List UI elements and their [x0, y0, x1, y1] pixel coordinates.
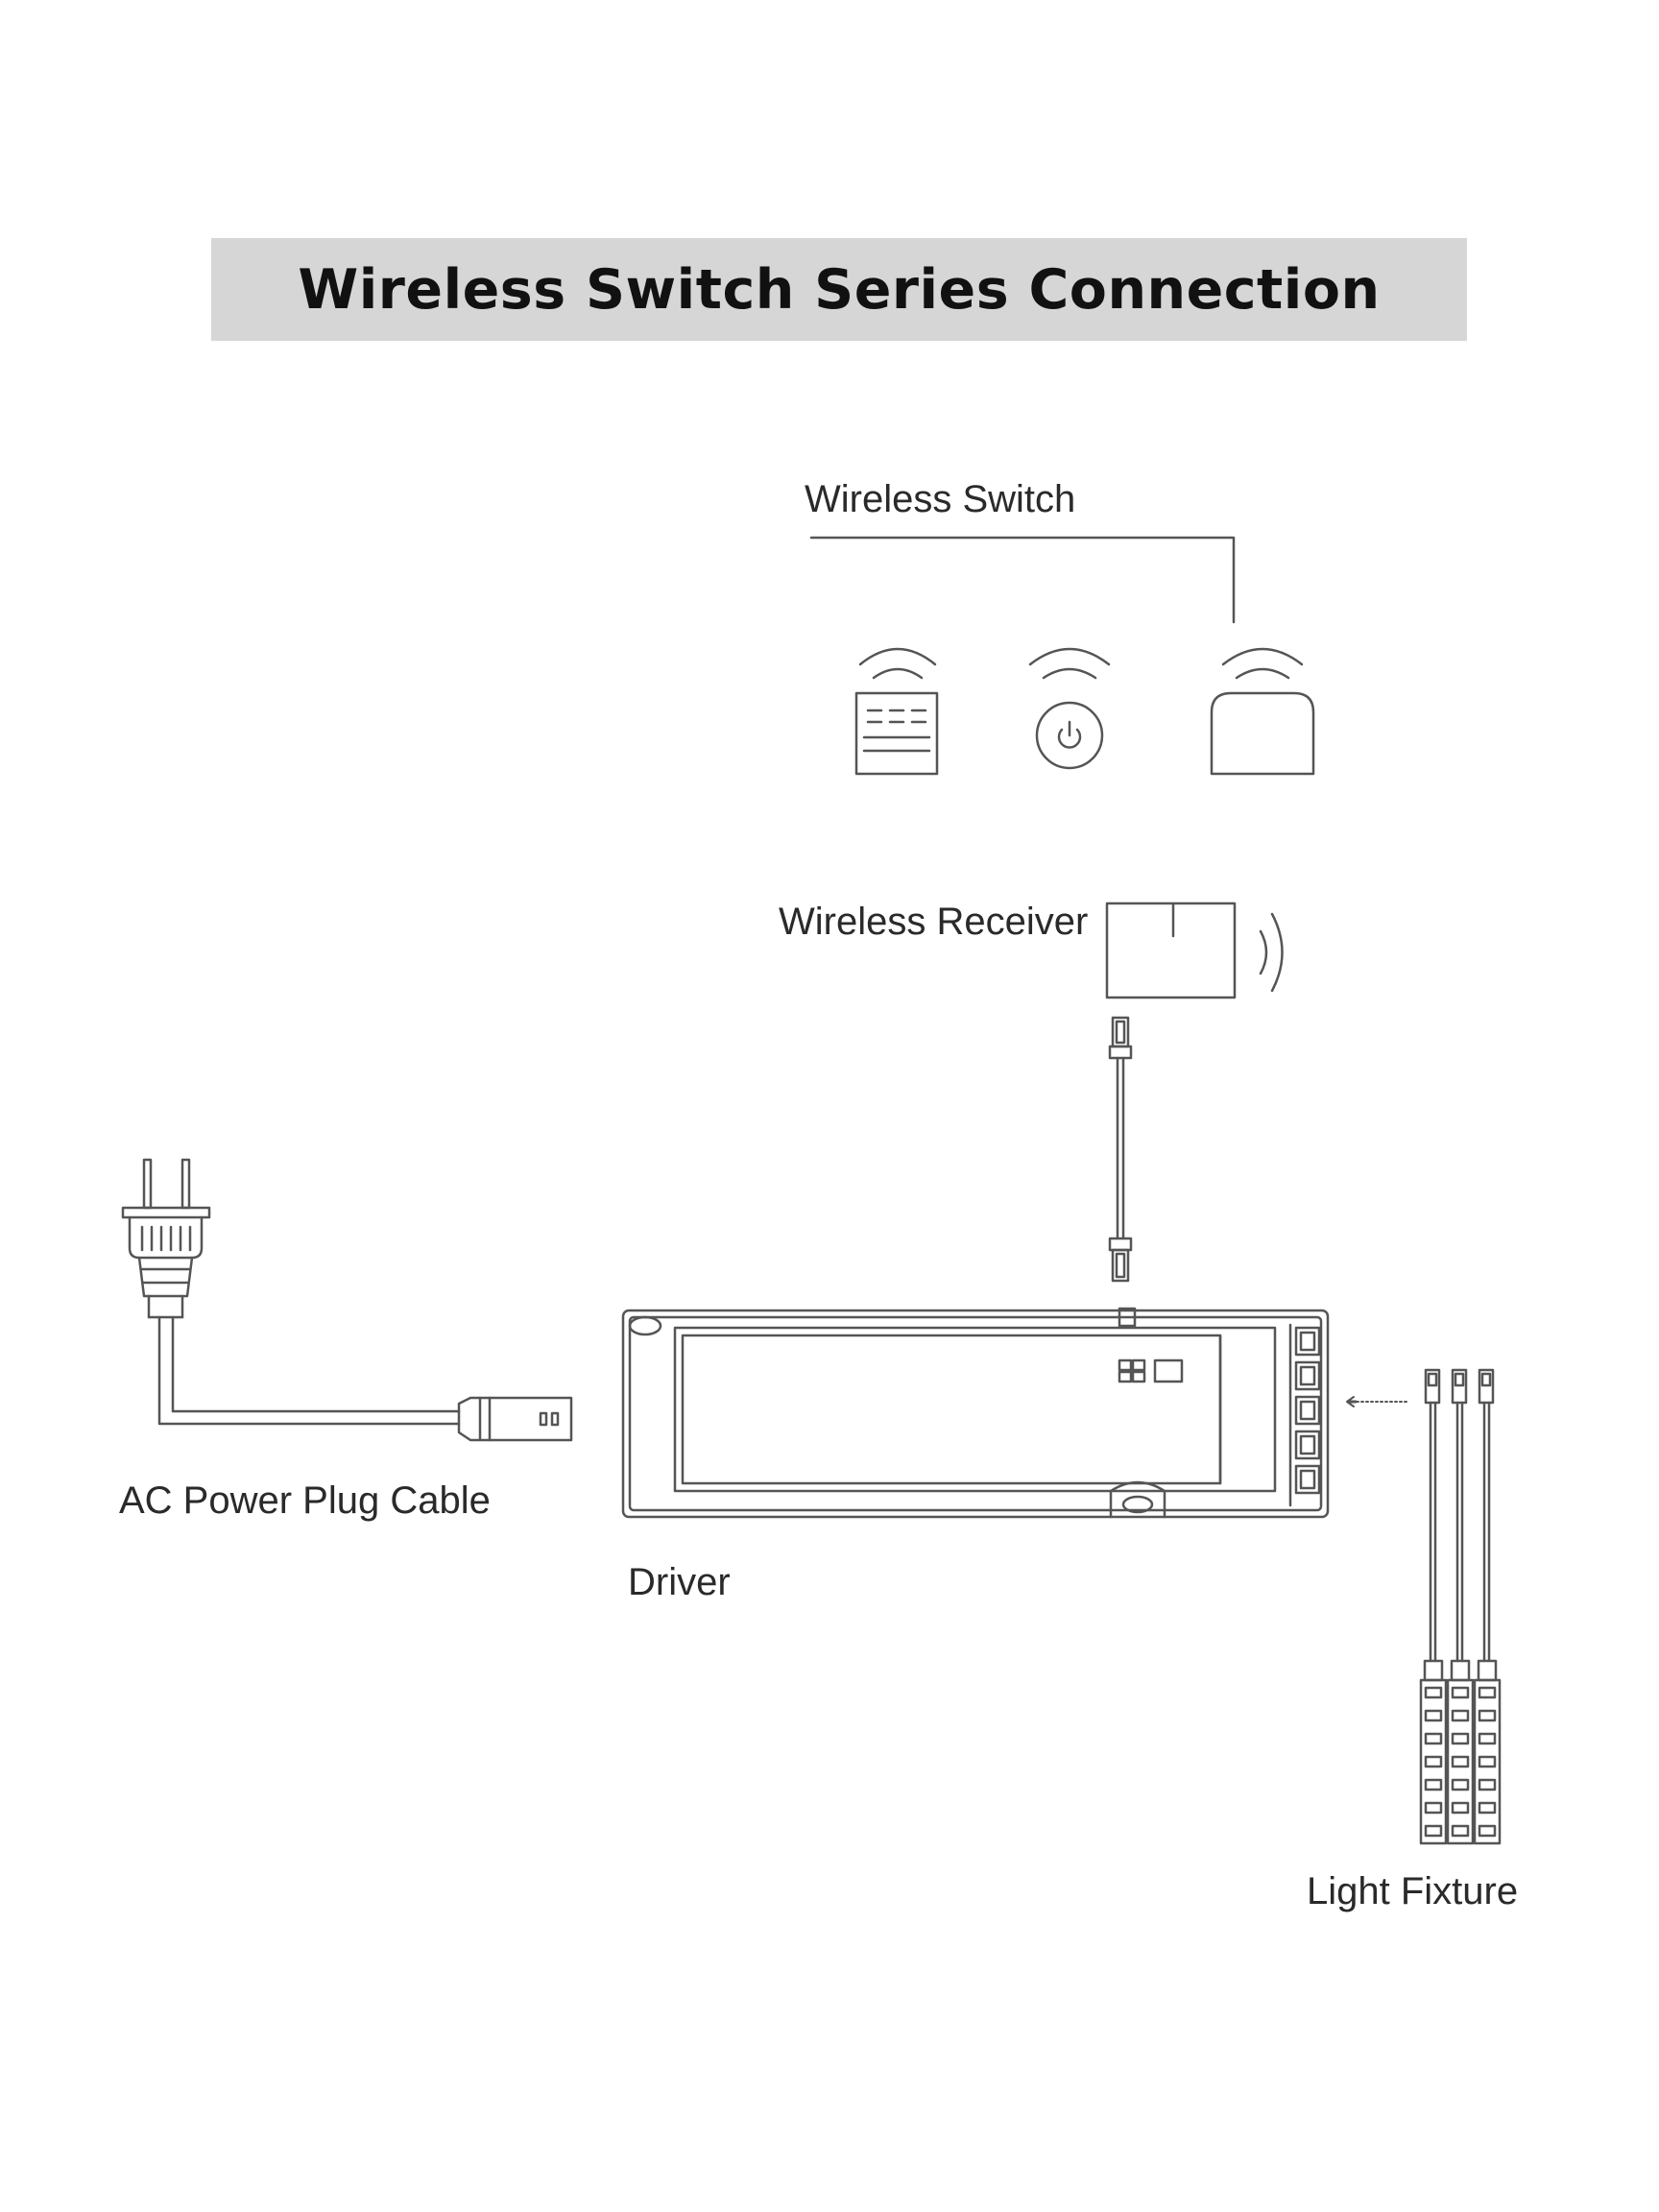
- label-driver: Driver: [628, 1561, 731, 1603]
- label-wireless-receiver: Wireless Receiver: [779, 901, 1089, 943]
- receiver-cable: [1108, 1016, 1133, 1283]
- remote-control-icon: [854, 647, 939, 776]
- switch-leader-line: [809, 536, 1236, 624]
- touch-dimmer-icon: [1210, 647, 1315, 776]
- page-title: Wireless Switch Series Connection: [298, 257, 1381, 322]
- connection-arrow: [1346, 1396, 1407, 1407]
- title-bar: Wireless Switch Series Connection: [211, 238, 1467, 341]
- driver-box-icon: [621, 1307, 1330, 1519]
- label-wireless-switch: Wireless Switch: [805, 478, 1076, 520]
- label-ac-power-plug-cable: AC Power Plug Cable: [119, 1479, 491, 1522]
- power-button-switch-icon: [1028, 647, 1111, 770]
- label-light-fixture: Light Fixture: [1307, 1870, 1519, 1912]
- led-strip-icon: [1419, 1368, 1502, 1845]
- ac-plug-icon: [121, 1158, 573, 1442]
- receiver-box-icon: [1105, 902, 1284, 999]
